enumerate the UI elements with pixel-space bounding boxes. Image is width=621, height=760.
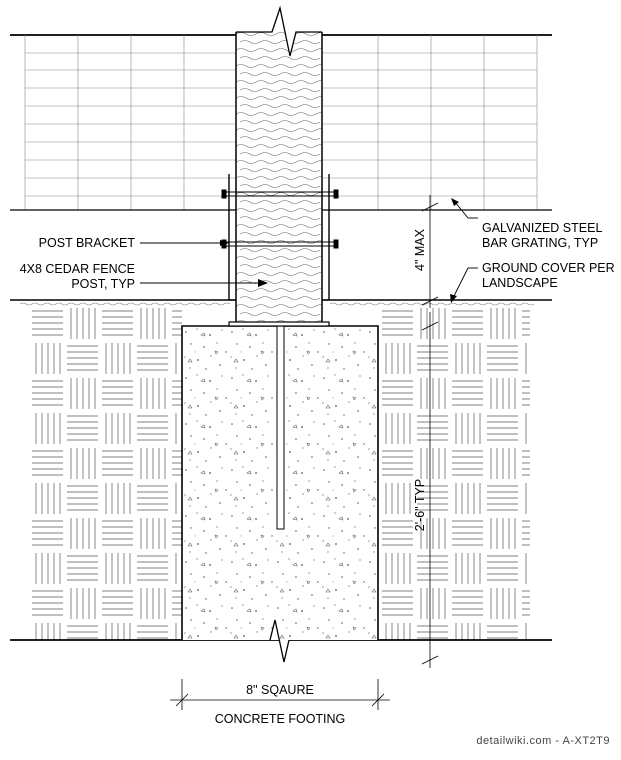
post-bracket-label: POST BRACKET xyxy=(39,236,136,250)
cedar-post-label-line1: 4X8 CEDAR FENCE xyxy=(20,262,135,276)
leader-lines xyxy=(140,198,478,303)
grating-label-line1: GALVANIZED STEEL xyxy=(482,221,602,235)
dim-2ft6-label: 2'-6" TYP xyxy=(413,479,427,531)
cedar-post xyxy=(235,5,323,322)
credit-watermark: detailwiki.com - A-XT2T9 xyxy=(476,735,610,747)
concrete-footing xyxy=(181,325,379,663)
dim-4-max-label: 4" MAX xyxy=(413,228,427,271)
ground-cover xyxy=(10,299,552,306)
post-bracket xyxy=(221,174,339,327)
dim-8-square-label: 8" SQAURE xyxy=(246,683,314,697)
ground-cover-label-line2: LANDSCAPE xyxy=(482,276,558,290)
cedar-post-label-line2: POST, TYP xyxy=(71,277,135,291)
grating-label-line2: BAR GRATING, TYP xyxy=(482,236,598,250)
earth-hatch xyxy=(10,306,552,641)
concrete-footing-label: CONCRETE FOOTING xyxy=(215,712,346,726)
ground-cover-label-line1: GROUND COVER PER xyxy=(482,261,615,275)
dimension-lines xyxy=(170,195,439,710)
